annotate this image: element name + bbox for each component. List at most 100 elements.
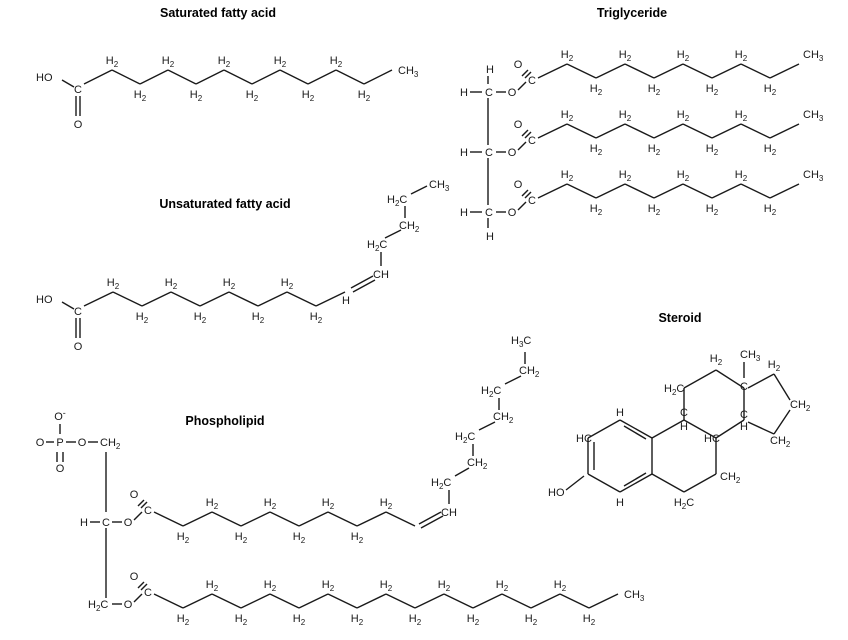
methylene-label: H2 [677,49,690,63]
methylene-label: H2 [706,83,719,97]
methylene-label: H2C [674,497,694,511]
carbonyl-double-bond [140,583,148,591]
methylene-label: H2 [235,613,248,627]
alkene-ch-label: CH [373,269,389,281]
methylene-label: H2 [302,89,315,103]
methylene-label: H2 [583,613,596,627]
saturated-chain-bond [363,69,393,85]
triglyceride-chain-bond [740,123,771,139]
unsaturated-chain-bond [170,291,201,307]
triglyceride-chain-bond [566,123,597,139]
ester-oxygen-label: O [124,517,133,529]
triglyceride-chain-bond [566,183,597,199]
phospholipid-chain-bond [385,511,416,527]
phosphorus-label: P [56,437,63,449]
ester-oxygen-label: O [124,599,133,611]
triglyceride-chain-bond [537,183,568,199]
phospholipid-chain-bond [153,511,184,527]
phospholipid-chain-bond [414,593,445,609]
saturated-chain-bond [223,69,253,85]
methylene-label: H2 [619,109,632,123]
saturated-chain-bond [83,69,113,85]
methylene-label: H2 [162,55,175,69]
carbonyl-carbon-label: C [528,75,536,87]
ring-a-double-bond [623,425,647,440]
methylene-label: H2 [764,143,777,157]
backbone-h-label: H [460,147,468,159]
methylene-label: H2 [235,531,248,545]
methylene-label: H2 [380,497,393,511]
triglyceride-chain-bond [537,63,568,79]
methylene-label: H2 [206,497,219,511]
ester-oxygen-label: O [508,147,517,159]
methylene-label: H2 [165,277,178,291]
phospholipid-chain-bond [501,593,532,609]
methylene-label: H2C [387,194,407,208]
saturated-chain-bond [139,69,169,85]
phospholipid-chain-bond [182,593,213,609]
carbonyl-oxygen-label: O [74,119,83,131]
methylene-label: H2 [293,613,306,627]
carbonyl-carbon-label: C [528,195,536,207]
saturated-chain-bond [195,69,225,85]
saturated-chain-bond [307,69,337,85]
ring-h-label: H [740,421,748,433]
methylene-label: H2 [177,531,190,545]
methylene-label: H2 [706,203,719,217]
triglyceride-chain-bond [740,183,771,199]
phosphate-oxygen-label: O [36,437,45,449]
methylene-label: H2 [252,311,265,325]
phospholipid-chain-bond [356,593,387,609]
methylene-label: H2 [194,311,207,325]
ring-a-bond [619,473,653,493]
methyl-label: CH3 [803,169,824,183]
methylene-label: H2 [438,579,451,593]
phosphate-oxygen-label: O [56,463,65,475]
carbonyl-double-bond [137,499,145,507]
double-bond [420,515,444,529]
ring-hc-label: HC [704,433,720,445]
methylene-label: H2C [481,385,501,399]
methylene-label: H2 [223,277,236,291]
methyl-label: CH3 [624,589,645,603]
methylene-label: H2 [351,531,364,545]
phospholipid-chain-bond [182,511,213,527]
c-oh-bond [565,475,585,491]
unsaturated-chain-bond [286,291,317,307]
phospholipid-chain-bond [211,593,242,609]
methylene-label: H2C [88,599,108,613]
methylene-label: CH2 [790,399,811,413]
methylene-label: H2 [561,49,574,63]
phospholipid-chain-bond [153,593,184,609]
methylene-label: H2 [206,579,219,593]
carbonyl-oxygen-label: O [514,179,523,191]
carbonyl-oxygen-label: O [130,571,139,583]
methylene-label: H2 [677,169,690,183]
methylene-label: H2 [281,277,294,291]
carboxyl-carbon-label: C [74,306,82,318]
backbone-h-label: H [460,207,468,219]
methylene-label: CH2 [100,437,121,451]
aromatic-hc-label: HC [576,433,592,445]
aromatic-h-label: H [616,407,624,419]
ring-d-bond [773,373,791,401]
unsaturated-chain-bond [141,291,172,307]
methylene-label: CH2 [720,471,741,485]
phospholipid-chain-bond [443,593,474,609]
methylene-label: H2 [177,613,190,627]
saturated-chain-bond [279,69,309,85]
chain-bond [478,421,496,431]
methylene-label: CH2 [467,457,488,471]
methylene-label: H2 [735,109,748,123]
methyl-label: CH3 [740,349,761,363]
methylene-label: H2 [735,49,748,63]
chain-bond [410,185,428,195]
phospholipid-chain-bond [211,511,242,527]
unsaturated-chain-bond [112,291,143,307]
phospholipid-chain-bond [530,593,561,609]
saturated-chain-bond [335,69,365,85]
carbonyl-double-bond [521,189,529,197]
methylene-label: H2 [274,55,287,69]
methylene-label: H2 [106,55,119,69]
